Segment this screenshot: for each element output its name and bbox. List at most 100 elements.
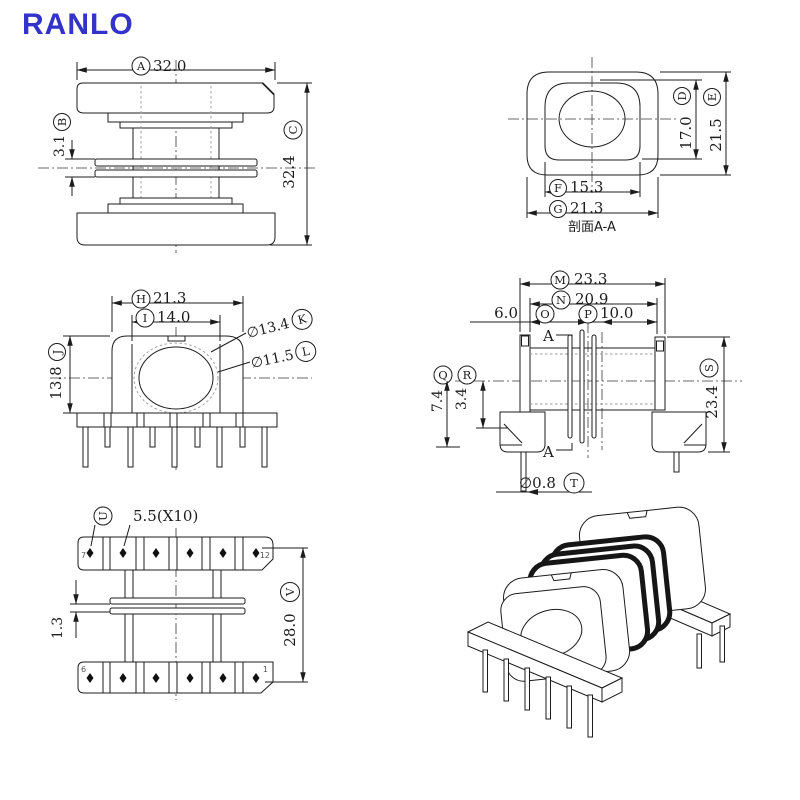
balloon-q — [433, 365, 453, 385]
balloon-o-letter: O — [540, 307, 549, 321]
balloon-d-letter: D — [675, 91, 689, 100]
balloon-i — [135, 308, 155, 328]
balloon-u-letter: U — [96, 511, 110, 521]
balloon-s-letter: S — [702, 364, 716, 372]
balloon-p — [578, 304, 598, 324]
balloon-t-letter: T — [570, 476, 578, 490]
side-view: A A M 23.3 N 20.9 — [430, 270, 742, 495]
section-marker-top: A — [542, 327, 554, 345]
balloon-u — [93, 506, 113, 526]
balloon-n-letter: N — [556, 293, 566, 307]
left-pin — [520, 451, 527, 492]
middle-plate — [567, 334, 573, 439]
pin-number-6: 6 — [81, 665, 86, 674]
bottom-flange — [76, 212, 276, 246]
balloon-f-letter: F — [554, 181, 562, 195]
dim-j-value: 13.8 — [47, 366, 65, 399]
dim-a-value: 32.0 — [153, 57, 186, 75]
balloon-v-letter: V — [283, 587, 297, 597]
front-view: A 32.0 B 3.1 C 32.4 — [38, 56, 318, 253]
dim-i-value: 14.0 — [157, 308, 190, 326]
dim-g-value: 21.3 — [570, 199, 603, 217]
balloon-g — [549, 200, 567, 218]
dim-t-value: ∅0.8 — [519, 474, 556, 492]
dim-n-value: 20.9 — [575, 290, 608, 308]
isometric-view — [466, 506, 732, 738]
pins-back-row — [104, 426, 246, 448]
dim-e-value: 21.5 — [707, 118, 725, 151]
pin-rail-bottom — [77, 661, 274, 694]
dim-plate-thickness: 1.3 — [50, 617, 66, 639]
balloon-a-letter: A — [136, 59, 146, 73]
middle-flange-edge — [109, 607, 246, 615]
balloon-j-letter: J — [50, 349, 64, 355]
balloon-n — [551, 290, 571, 310]
dim-d-value: 17.0 — [677, 116, 695, 149]
right-flange — [654, 336, 666, 411]
pin-rail-top — [77, 536, 274, 571]
dim-u-value: 5.5(X10) — [133, 507, 198, 525]
pin-number-12: 12 — [260, 551, 270, 560]
dim-m-value: 23.3 — [574, 270, 607, 288]
balloon-b — [53, 113, 71, 131]
dim-l-value: ∅11.5 — [250, 347, 296, 372]
balloon-g-letter: G — [553, 202, 562, 216]
top-view: H 21.3 I 14.0 J 13.8 ∅13.4 K — [47, 289, 317, 470]
balloon-e-letter: E — [705, 93, 719, 101]
balloon-h — [131, 289, 151, 309]
dim-v-value: 28.0 — [281, 613, 299, 646]
dim-s-value: 23.4 — [703, 385, 721, 418]
dim-c-value: 32.4 — [280, 155, 298, 188]
left-foot — [499, 411, 546, 453]
middle-plate — [579, 329, 585, 444]
balloon-t — [563, 472, 585, 494]
balloon-d — [673, 87, 691, 105]
balloon-q-letter: Q — [438, 368, 447, 382]
middle-flange-upper — [94, 158, 258, 167]
middle-flange-lower — [94, 169, 258, 178]
balloon-a — [131, 56, 151, 76]
section-caption: 剖面A-A — [568, 220, 616, 235]
dim-f-value: 15.3 — [570, 178, 603, 196]
pin-contacts-bottom — [86, 673, 260, 683]
balloon-h-letter: H — [136, 292, 146, 306]
middle-flange-edge — [109, 597, 246, 605]
dim-o-value: 6.0 — [494, 304, 518, 322]
brand-logo: RANLO — [22, 8, 134, 41]
right-foot — [651, 411, 707, 453]
balloon-r-letter: R — [463, 368, 472, 382]
balloon-l-letter: L — [301, 344, 312, 359]
top-collar — [107, 112, 244, 123]
pins-front-row — [82, 426, 268, 468]
balloon-m — [550, 270, 570, 290]
right-pin — [673, 451, 680, 473]
dim-k-value: ∅13.4 — [245, 316, 291, 342]
balloon-k-letter: K — [296, 311, 308, 327]
dim-b-value: 3.1 — [52, 135, 68, 157]
balloon-i-letter: I — [143, 311, 148, 325]
balloon-e — [703, 88, 721, 106]
balloon-b-letter: B — [55, 118, 69, 126]
pin-number-7: 7 — [81, 551, 86, 560]
balloon-p-letter: P — [584, 307, 592, 321]
pins-3d — [482, 649, 593, 738]
balloon-f — [549, 179, 567, 197]
core-cross-section — [544, 82, 641, 161]
balloon-m-letter: M — [554, 273, 566, 287]
balloon-k — [291, 308, 313, 330]
balloon-c-letter: C — [286, 125, 300, 134]
pin-number-1: 1 — [263, 665, 268, 674]
balloon-v — [280, 582, 300, 602]
balloon-c — [283, 120, 303, 140]
dim-q-value: 7.4 — [430, 390, 446, 412]
section-view: D 17.0 E 21.5 F 15.3 G 21.3 剖面A-A — [508, 57, 731, 235]
balloon-l — [295, 340, 317, 362]
balloon-j — [48, 343, 66, 361]
top-flange — [76, 82, 275, 114]
dim-r-value: 3.4 — [454, 388, 470, 410]
middle-plate — [591, 334, 597, 439]
balloon-s — [699, 358, 719, 378]
balloon-r — [457, 365, 477, 385]
